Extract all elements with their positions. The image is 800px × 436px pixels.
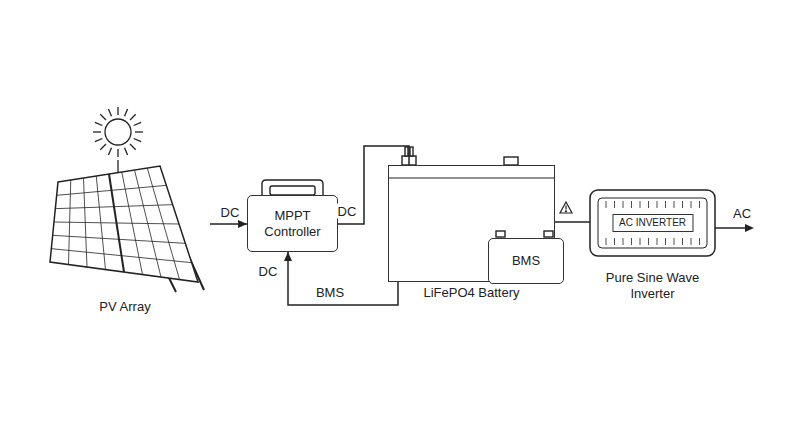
node-caption: PV Array <box>99 299 150 315</box>
pv-array: PV Array <box>40 150 210 295</box>
connector <box>210 223 247 225</box>
signal-label: AC <box>731 206 753 221</box>
nameplate-text: AC INVERTER <box>612 214 693 232</box>
connector-label: DC <box>336 204 359 219</box>
sun <box>93 107 143 176</box>
inverter-body <box>590 190 715 256</box>
controller-handle <box>262 180 323 195</box>
battery-box: LiFePO4 BatteryBMS <box>388 165 555 282</box>
signal-label: DC <box>257 264 280 279</box>
node-caption: LiFePO4 Battery <box>423 285 519 301</box>
inverter-box: AC INVERTERPure Sine Wave Inverter <box>590 190 715 256</box>
connector <box>288 252 398 305</box>
node-text: MPPT Controller <box>248 206 337 242</box>
connector <box>555 221 590 223</box>
connector-label: BMS <box>314 285 346 300</box>
ac-output-arrow <box>715 224 754 232</box>
warning-symbol <box>560 202 572 213</box>
node-text: BMS <box>506 251 546 271</box>
connector-label: DC <box>219 205 242 220</box>
bms-box: BMS <box>488 238 564 284</box>
node-caption: Pure Sine Wave Inverter <box>588 270 718 302</box>
battery-terminals <box>388 147 555 237</box>
controller-box: MPPT Controller <box>247 195 338 252</box>
solar-panel <box>50 166 204 292</box>
